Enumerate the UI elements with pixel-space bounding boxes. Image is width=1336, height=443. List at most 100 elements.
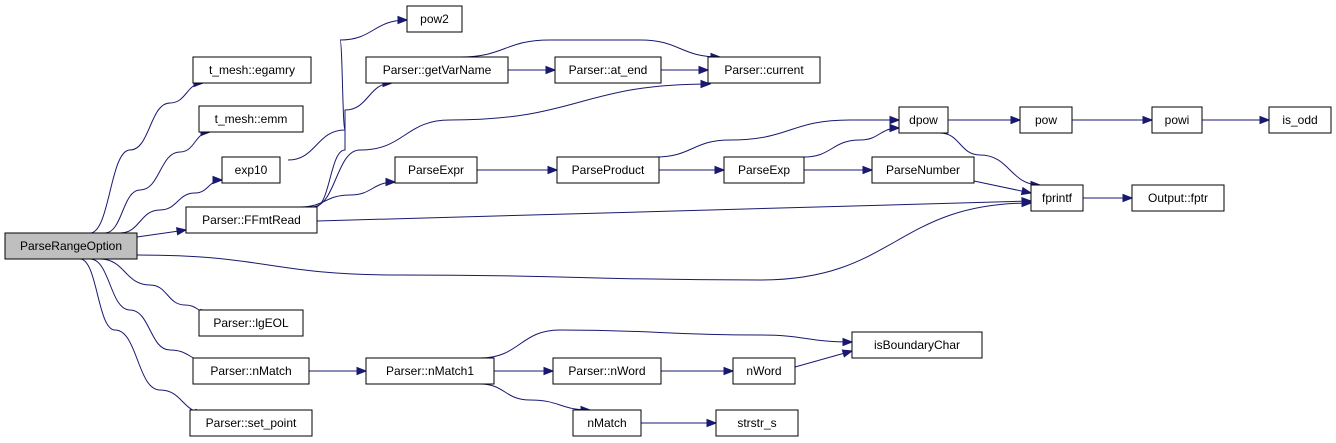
node-dpow[interactable]: dpow (898, 106, 949, 134)
arrowhead-icon (547, 165, 559, 175)
arrowhead-icon (700, 79, 712, 89)
node-at_end[interactable]: Parser::at_end (554, 56, 662, 84)
edge-line (314, 82, 393, 208)
edge-ParseRangeOption-to-FFmtRead (136, 227, 188, 238)
arrowhead-icon (706, 418, 718, 428)
edge-ParseNumber-to-fprintf (973, 180, 1033, 196)
arrowhead-icon (1142, 115, 1154, 125)
arrowhead-icon (543, 366, 555, 376)
edge-nMatchF-to-strstr_s (641, 418, 718, 428)
node-ParseExpr[interactable]: ParseExpr (394, 156, 478, 184)
node-label: Parser::set_point (206, 416, 297, 430)
node-box (192, 56, 312, 84)
node-box (898, 106, 949, 134)
node-ParseProduct[interactable]: ParseProduct (556, 156, 660, 184)
node-powi[interactable]: powi (1151, 106, 1203, 134)
node-label: t_mesh::emm (215, 112, 288, 126)
node-label: Parser::current (724, 63, 804, 77)
edge-line (299, 181, 396, 208)
arrowhead-icon (714, 165, 726, 175)
node-ParseRangeOption[interactable]: ParseRangeOption (4, 232, 138, 260)
node-box (4, 232, 138, 260)
node-label: ParseExpr (408, 163, 464, 177)
edge-ParseRangeOption-to-exp10 (119, 175, 224, 234)
node-label: Parser::lgEOL (213, 316, 289, 330)
arrowhead-icon (1021, 197, 1033, 206)
node-label: t_mesh::egamry (209, 63, 295, 77)
node-label: ParseExp (738, 163, 790, 177)
edge-ParseProduct-to-dpow (654, 115, 901, 158)
edge-nMatch-to-nMatch1 (309, 366, 368, 376)
edge-line (89, 82, 204, 234)
node-nWordP[interactable]: Parser::nWord (552, 357, 662, 385)
node-label: Parser::nMatch (210, 364, 291, 378)
node-exp10[interactable]: exp10 (221, 156, 281, 184)
edge-ParseExp-to-ParseNumber (804, 165, 874, 175)
node-box (1019, 106, 1073, 134)
edge-nMatch1-to-isBoundaryChar (479, 329, 854, 359)
edge-getVarName-to-at_end (508, 65, 557, 75)
node-box (732, 357, 796, 385)
node-strstr_s[interactable]: strstr_s (715, 409, 799, 437)
node-getVarName[interactable]: Parser::getVarName (365, 56, 509, 84)
node-is_odd[interactable]: is_odd (1268, 106, 1332, 134)
arrowhead-icon (175, 227, 188, 236)
edge-line (973, 180, 1032, 194)
edge-line (794, 350, 853, 368)
node-lgEOL[interactable]: Parser::lgEOL (198, 309, 304, 337)
node-box (1131, 184, 1225, 212)
arrowhead-icon (356, 366, 368, 376)
arrowhead-icon (842, 337, 854, 347)
node-box (406, 5, 463, 33)
edge-ParseExp-to-dpow (803, 123, 901, 158)
node-emm[interactable]: t_mesh::emm (198, 105, 304, 133)
node-FFmtRead[interactable]: Parser::FFmtRead (185, 206, 318, 234)
edge-line (79, 258, 206, 414)
edge-line (479, 329, 853, 359)
node-nWord[interactable]: nWord (732, 357, 796, 385)
node-box (572, 409, 642, 437)
node-label: nMatch (587, 416, 626, 430)
node-box (556, 156, 660, 184)
arrowhead-icon (698, 65, 710, 75)
edge-ParseRangeOption-to-nMatch (89, 258, 212, 367)
node-box (851, 331, 983, 359)
arrowhead-icon (1020, 186, 1033, 196)
node-Output_fptr[interactable]: Output::fptr (1131, 184, 1225, 212)
node-current[interactable]: Parser::current (707, 56, 821, 84)
node-label: pow2 (420, 12, 449, 26)
node-set_point[interactable]: Parser::set_point (189, 409, 313, 437)
node-box (723, 156, 805, 184)
node-label: exp10 (235, 163, 268, 177)
edge-pow-to-powi (1072, 115, 1154, 125)
node-label: Parser::nMatch1 (386, 364, 474, 378)
node-pow2[interactable]: pow2 (406, 5, 463, 33)
arrowhead-icon (545, 65, 557, 75)
edge-nMatch1-to-nWordP (494, 366, 555, 376)
node-box (1151, 106, 1203, 134)
edge-nWord-to-isBoundaryChar (794, 349, 854, 368)
arrowhead-icon (723, 366, 735, 376)
node-label: is_odd (1282, 113, 1317, 127)
edge-line (654, 119, 899, 158)
node-box (198, 309, 304, 337)
node-fprintf[interactable]: fprintf (1030, 184, 1084, 212)
node-pow[interactable]: pow (1019, 106, 1073, 134)
edge-FFmtRead-to-ParseExpr (299, 177, 397, 208)
node-nMatch[interactable]: Parser::nMatch (192, 357, 310, 385)
edge-fprintf-to-Output_fptr (1083, 193, 1134, 203)
node-box (192, 357, 310, 385)
edge-line (479, 383, 591, 411)
arrowhead-icon (1122, 193, 1134, 203)
arrowhead-icon (889, 123, 901, 133)
node-box (552, 357, 662, 385)
node-ParseExp[interactable]: ParseExp (723, 156, 805, 184)
node-nMatchF[interactable]: nMatch (572, 409, 642, 437)
node-box (198, 105, 304, 133)
arrowhead-icon (1259, 115, 1271, 125)
node-nMatch1[interactable]: Parser::nMatch1 (365, 357, 495, 385)
edge-powi-to-is_odd (1202, 115, 1271, 125)
node-egamry[interactable]: t_mesh::egamry (192, 56, 312, 84)
node-isBoundaryChar[interactable]: isBoundaryChar (851, 331, 983, 359)
node-ParseNumber[interactable]: ParseNumber (871, 156, 975, 184)
